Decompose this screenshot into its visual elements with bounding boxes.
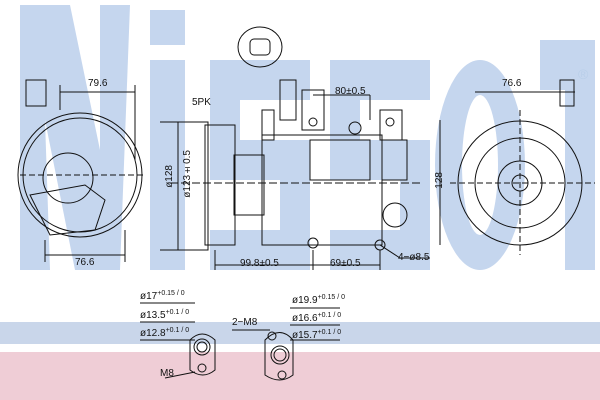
port-fittings <box>140 302 340 381</box>
port-left-d3-value: ø12.8 <box>140 328 166 339</box>
port-left-d2-tol: +0.1 / 0 <box>165 309 190 316</box>
port-left-thread: M8 <box>160 368 174 379</box>
port-right-d3: ø15.7+0.1 / 0 <box>292 329 341 342</box>
port-right-d1-value: ø19.9 <box>292 295 318 306</box>
port-left-d2-value: ø13.5 <box>140 310 166 321</box>
side-view <box>160 79 430 270</box>
port-left-d3-tol: +0.1 / 0 <box>165 327 190 334</box>
dim-mount-holes: 4−ø8.5 <box>398 252 430 263</box>
port-left-d1-tol: +0.15 / 0 <box>157 290 185 297</box>
registered-mark: ® <box>578 66 589 82</box>
port-left-d3: ø12.8+0.1 / 0 <box>140 327 189 340</box>
dim-belt: 5PK <box>192 97 211 108</box>
rear-view-right <box>439 79 595 255</box>
dim-left-bottom-width: 76.6 <box>75 257 95 268</box>
blue-band <box>0 322 600 344</box>
port-right-d1: ø19.9+0.15 / 0 <box>292 294 345 307</box>
port-right-d2-tol: +0.1 / 0 <box>317 312 342 319</box>
pink-band <box>0 352 600 400</box>
port-right-d2: ø16.6+0.1 / 0 <box>292 312 341 325</box>
port-left-d1-value: ø17 <box>140 291 158 302</box>
port-right-d3-value: ø15.7 <box>292 330 318 341</box>
dim-pulley-outer: ø128 <box>164 165 175 188</box>
front-view-left <box>17 79 145 262</box>
dim-right-height: 128 <box>434 172 445 189</box>
dim-left-top-width: 79.6 <box>88 78 108 89</box>
port-left-d1: ø17+0.15 / 0 <box>140 290 185 303</box>
port-right-d1-tol: +0.15 / 0 <box>317 294 346 301</box>
dim-mount-bottom-left: 99.8±0.5 <box>240 258 279 269</box>
dim-right-top-width: 76.6 <box>502 78 522 89</box>
dim-pulley-inner: ø123±0.5 <box>182 150 193 198</box>
dim-mount-top: 80±0.5 <box>335 86 366 97</box>
port-left-d2: ø13.5+0.1 / 0 <box>140 309 189 322</box>
port-right-d2-value: ø16.6 <box>292 313 318 324</box>
port-right-thread: 2−M8 <box>232 317 258 328</box>
dim-mount-bottom-right: 69±0.5 <box>330 258 361 269</box>
port-right-d3-tol: +0.1 / 0 <box>317 329 342 336</box>
connector-detail <box>237 26 283 68</box>
